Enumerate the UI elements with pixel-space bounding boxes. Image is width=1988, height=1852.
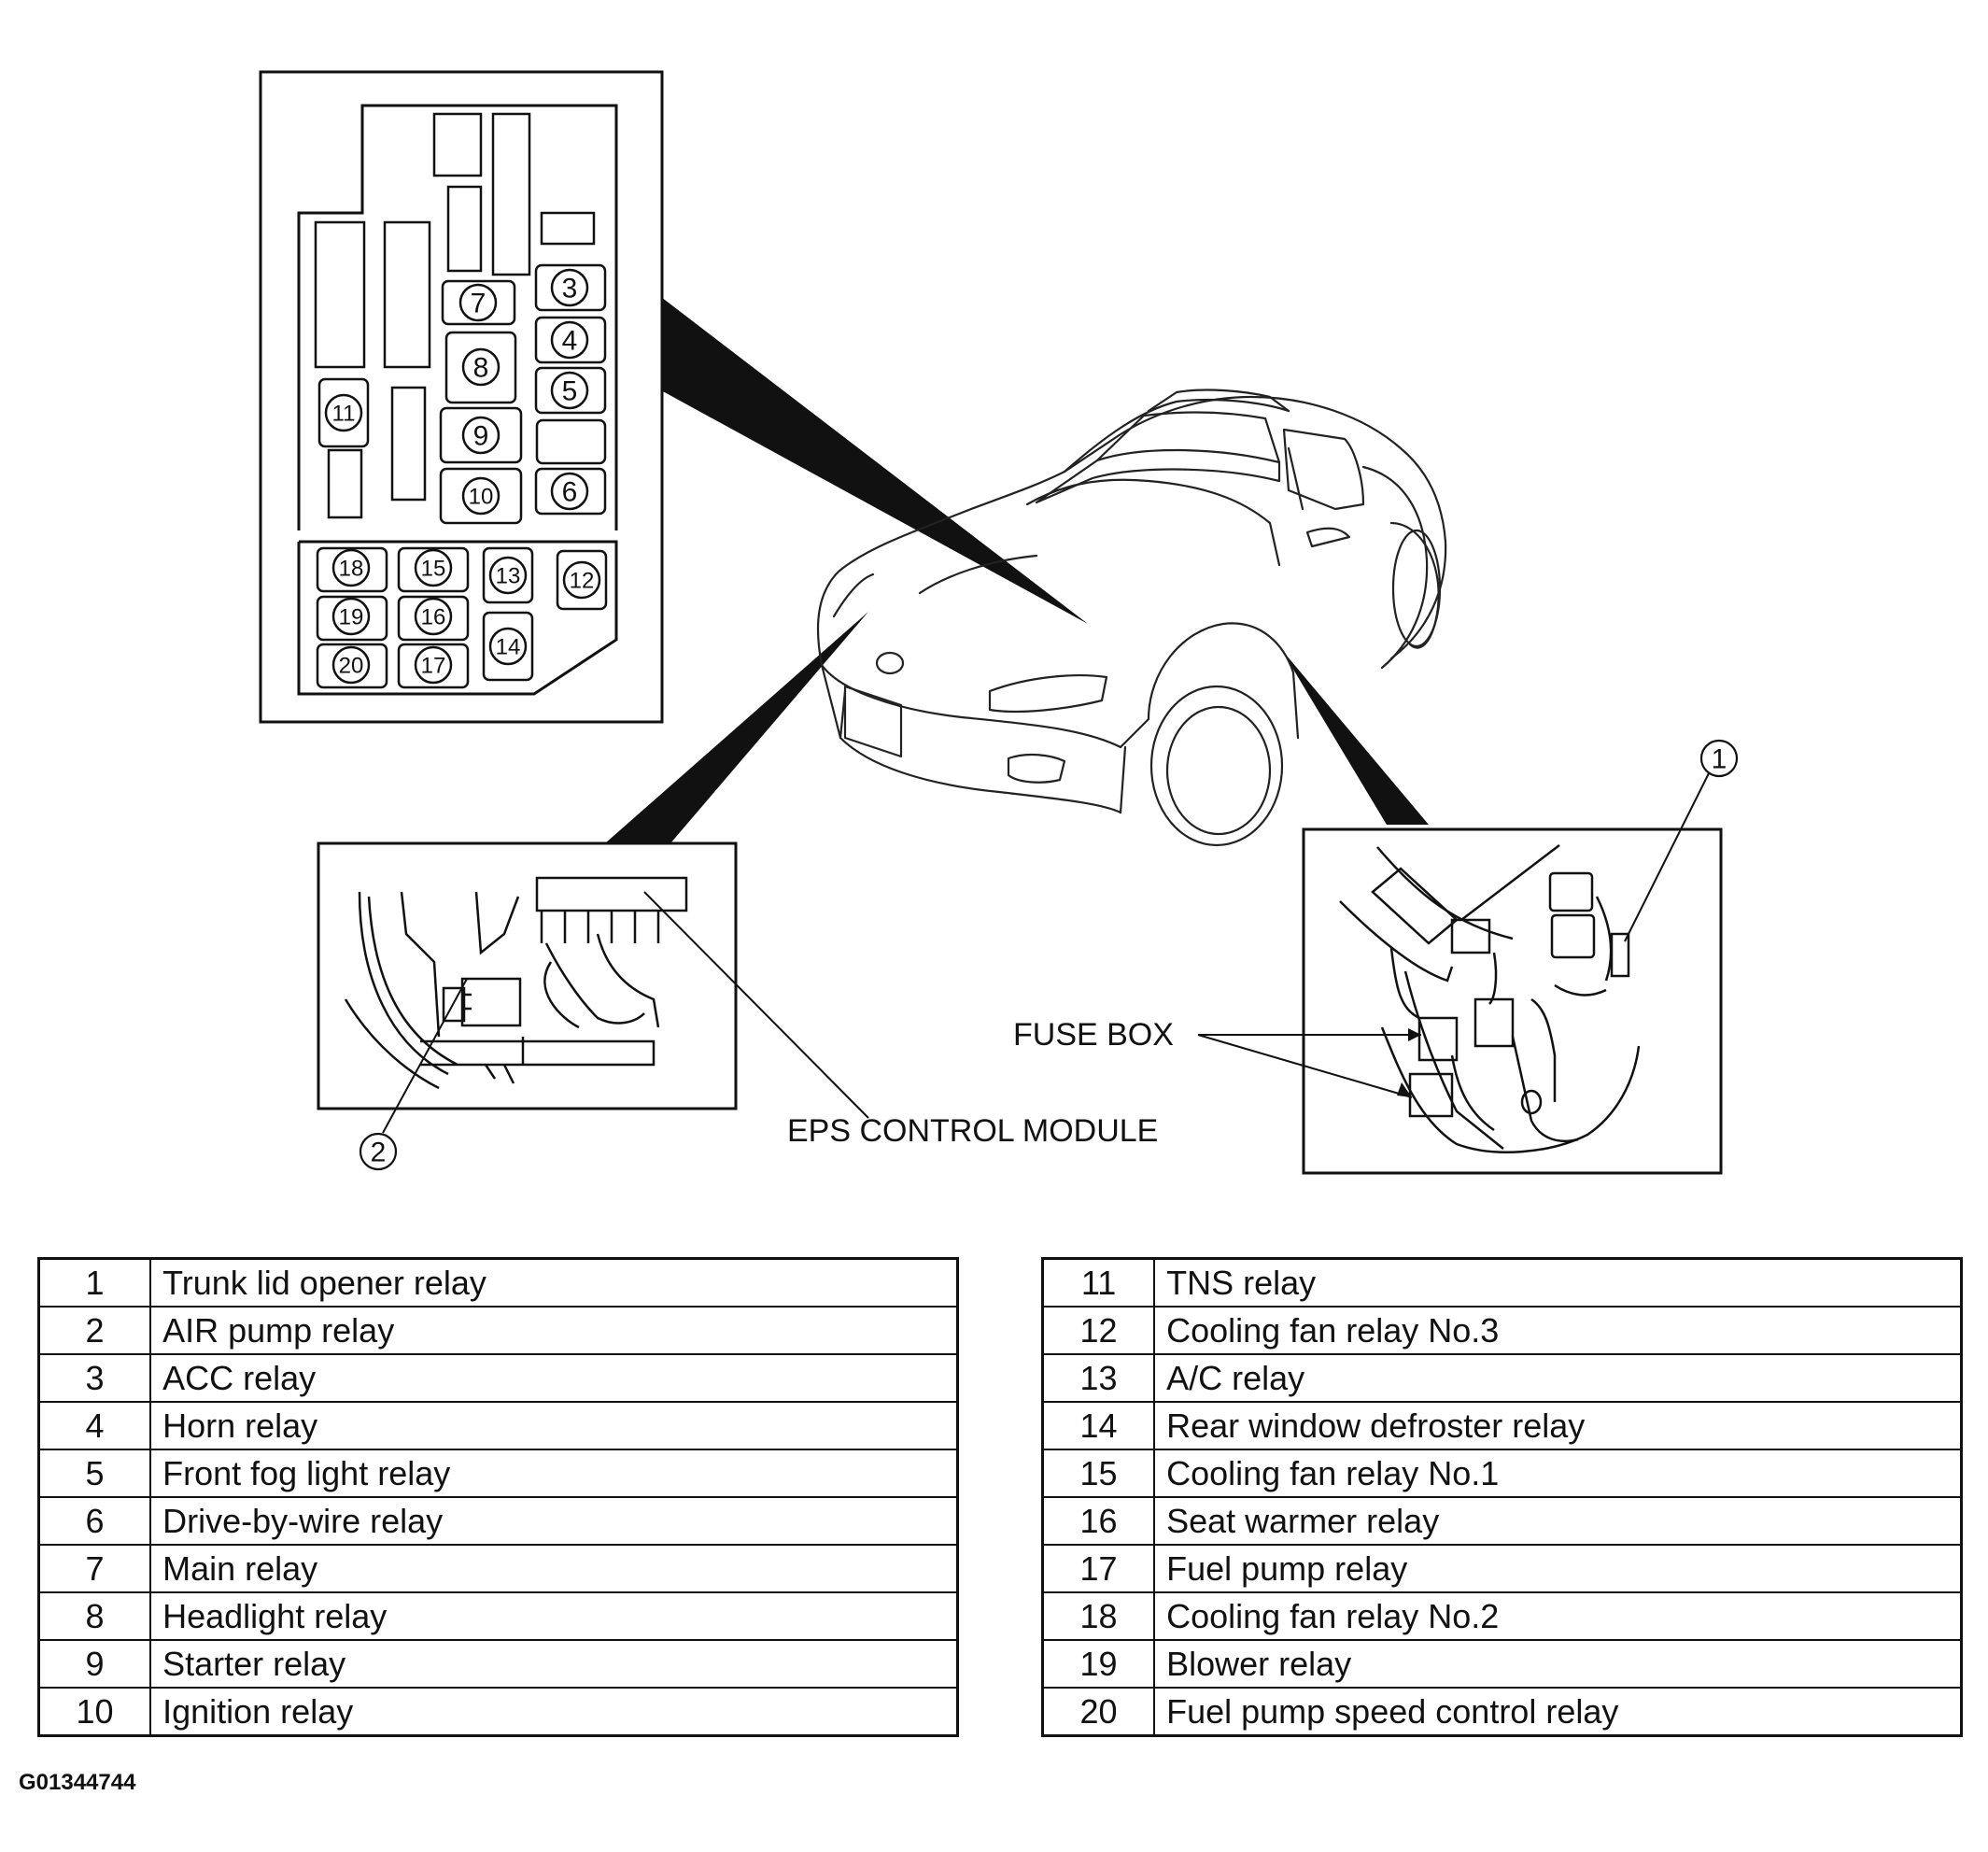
relay-number-3: 3: [562, 274, 578, 304]
relay-name: Horn relay: [149, 1401, 959, 1450]
relay-number: 3: [37, 1353, 152, 1403]
pointer-wedge-fuse-box-detail: [661, 297, 1088, 624]
relay-number-10: 10: [469, 485, 494, 510]
relay-number: 20: [1041, 1687, 1156, 1737]
relay-number-4: 4: [562, 326, 578, 357]
relay-number: 14: [1041, 1401, 1156, 1450]
relay-number: 5: [37, 1449, 152, 1498]
relay-number-14: 14: [496, 635, 521, 660]
relay-number: 1: [37, 1257, 152, 1308]
relay-name: Seat warmer relay: [1153, 1496, 1963, 1546]
relay-number: 17: [1041, 1544, 1156, 1593]
relay-number-6: 6: [562, 477, 578, 508]
relay-number: 2: [37, 1306, 152, 1355]
callout-marker-2: 2: [371, 1138, 387, 1168]
relay-name: Front fog light relay: [149, 1449, 959, 1498]
relay-number-15: 15: [421, 557, 446, 582]
relay-number-9: 9: [473, 421, 489, 452]
relay-number-11: 11: [332, 402, 356, 427]
relay-name: TNS relay: [1153, 1257, 1963, 1308]
relay-number: 19: [1041, 1639, 1156, 1689]
relay-number-20: 20: [339, 654, 364, 679]
relay-number-16: 16: [421, 605, 446, 630]
callout-marker-2-circle: [359, 1132, 398, 1171]
eps-control-module-label: EPS CONTROL MODULE: [787, 1113, 1158, 1149]
relay-number: 10: [37, 1687, 152, 1737]
relay-name: ACC relay: [149, 1353, 959, 1403]
relay-number: 12: [1041, 1306, 1156, 1355]
callout-marker-1-circle: [1699, 739, 1739, 778]
leader-arrowheads: [1397, 1028, 1421, 1097]
relay-number: 7: [37, 1544, 152, 1593]
relay-number: 13: [1041, 1353, 1156, 1403]
relay-name: Fuel pump relay: [1153, 1544, 1963, 1593]
pointer-wedge-right-detail: [1281, 649, 1429, 825]
eps-module-detail-panel: [317, 841, 738, 1110]
figure-id: G01344744: [19, 1770, 136, 1795]
relay-name: Drive-by-wire relay: [149, 1496, 959, 1546]
relay-number-13: 13: [496, 564, 521, 589]
relay-name: Rear window defroster relay: [1153, 1401, 1963, 1450]
relay-number-17: 17: [421, 654, 446, 679]
relay-name: Ignition relay: [149, 1687, 959, 1737]
relay-name: AIR pump relay: [149, 1306, 959, 1355]
relay-number: 9: [37, 1639, 152, 1689]
fuse-box-detail-panel: [259, 70, 664, 724]
callout-marker-1: 1: [1712, 744, 1727, 775]
relay-name: Blower relay: [1153, 1639, 1963, 1689]
rear-relay-detail-panel: [1302, 827, 1723, 1175]
fuse-box-label: FUSE BOX: [1013, 1017, 1174, 1053]
relay-name: A/C relay: [1153, 1353, 1963, 1403]
relay-number: 18: [1041, 1591, 1156, 1641]
relay-name: Cooling fan relay No.2: [1153, 1591, 1963, 1641]
relay-name: Cooling fan relay No.3: [1153, 1306, 1963, 1355]
relay-number-8: 8: [473, 353, 489, 384]
fuse-box-relay-numbers: [324, 268, 601, 685]
relay-number-19: 19: [339, 605, 364, 630]
relay-number: 15: [1041, 1449, 1156, 1498]
relay-name: Starter relay: [149, 1639, 959, 1689]
relay-number-5: 5: [562, 376, 578, 407]
relay-number: 16: [1041, 1496, 1156, 1546]
relay-number: 6: [37, 1496, 152, 1546]
relay-name: Headlight relay: [149, 1591, 959, 1641]
relay-name: Fuel pump speed control relay: [1153, 1687, 1963, 1737]
relay-name: Cooling fan relay No.1: [1153, 1449, 1963, 1498]
relay-number-7: 7: [471, 289, 486, 319]
relay-number-12: 12: [570, 569, 595, 594]
car-illustration: [816, 389, 1447, 847]
relay-number: 11: [1041, 1257, 1156, 1308]
relay-number-18: 18: [339, 557, 364, 582]
relay-number: 8: [37, 1591, 152, 1641]
relay-name: Trunk lid opener relay: [149, 1257, 959, 1308]
pointer-wedge-eps-detail: [605, 612, 868, 843]
relay-name: Main relay: [149, 1544, 959, 1593]
relay-number: 4: [37, 1401, 152, 1450]
leader-lines: [382, 772, 1710, 1134]
